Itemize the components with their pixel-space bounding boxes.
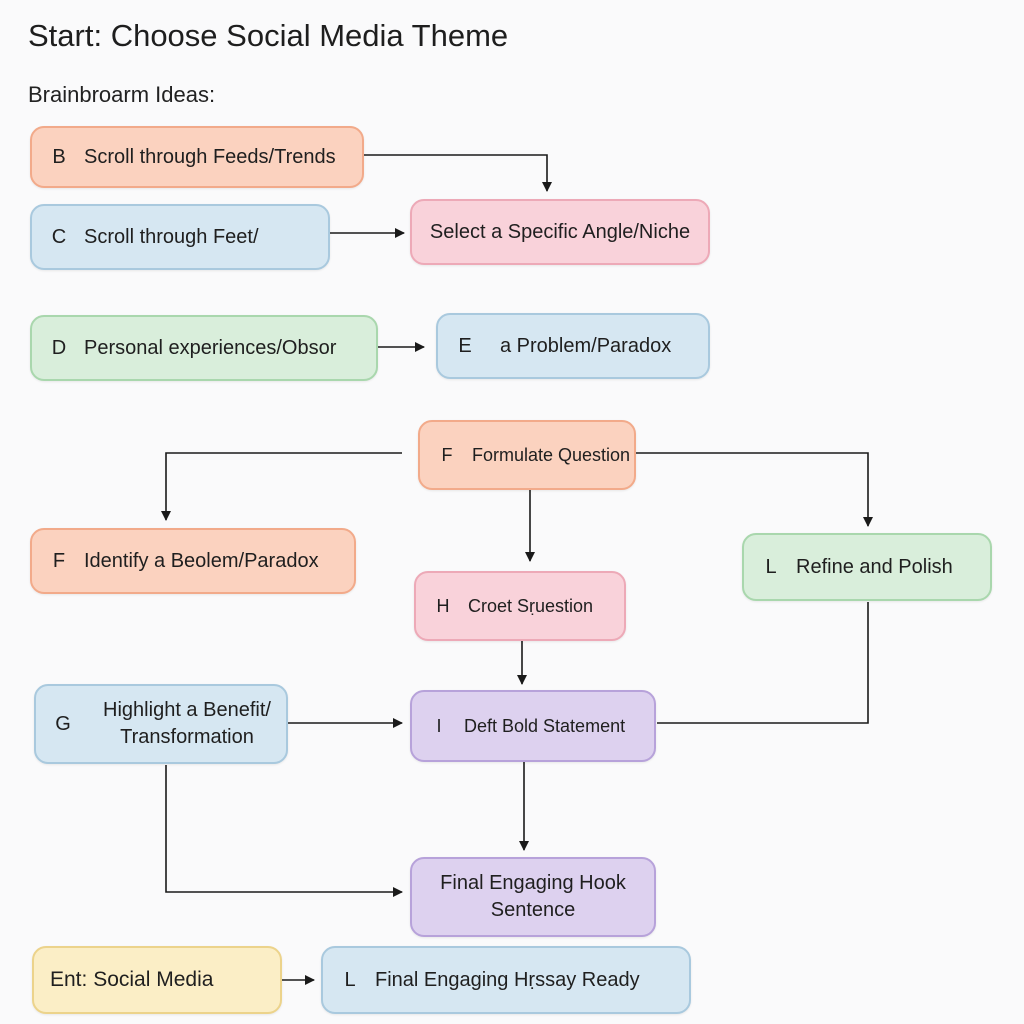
node-f-formulate[interactable]: F Formulate Question [418,420,636,490]
diagram-subtitle: Brainbroarm Ideas: [28,82,216,107]
node-g-label: Highlight a Benefit/ Transformation [103,699,271,748]
edge-formulate-to-refine [636,452,873,527]
node-g[interactable]: G Highlight a Benefit/ Transformation [34,684,288,764]
node-f-identify-label: Identify a Beolem/Paradox [84,549,319,572]
node-d-letter: D [51,336,67,359]
node-f-formulate-letter: F [441,444,453,465]
node-b[interactable]: B Scroll through Feeds/Trends [30,126,364,188]
node-h-label: Croet Sṛuestion [468,595,594,616]
node-final-hook[interactable]: Final Engaging Hook Sentence [410,857,656,937]
node-l-refine-letter: L [765,555,777,578]
node-e-letter: E [458,334,472,357]
node-g-letter: G [55,712,71,735]
node-i-letter: I [436,715,442,736]
node-d[interactable]: D Personal experiences/Obsor [30,315,378,381]
node-b-label: Scroll through Feeds/Trends [84,145,336,168]
edge-refine-to-i [657,602,869,724]
node-l-refine-label: Refine and Polish [796,555,953,578]
node-select-angle[interactable]: Select a Specific Angle/Niche [410,199,710,265]
node-end[interactable]: Ent: Social Media [32,946,282,1014]
node-h[interactable]: H Croet Sṛuestion [414,571,626,641]
node-c[interactable]: C Scroll through Feet/ [30,204,330,270]
node-d-label: Personal experiences/Obsor [84,336,337,359]
node-e-label: a Problem/Paradox [500,334,672,357]
diagram-title: Start: Choose Social Media Theme [28,18,509,53]
node-f-identify-letter: F [52,549,66,572]
edge-g-to-final-hook [165,765,403,897]
node-select-angle-label: Select a Specific Angle/Niche [429,220,691,243]
node-end-label: Ent: Social Media [50,967,214,991]
node-e[interactable]: E a Problem/Paradox [436,313,710,379]
node-f-identify[interactable]: F Identify a Beolem/Paradox [30,528,356,594]
node-l-refine[interactable]: L Refine and Polish [742,533,992,601]
node-i-label: Deft Bold Statement [464,715,626,736]
node-final-hook-label: Final Engaging Hook Sentence [440,872,626,921]
node-c-label: Scroll through Feet/ [84,225,259,248]
node-l-final-label: Final Engaging Hṛssay Ready [375,968,640,991]
node-h-letter: H [436,595,450,616]
edge-formulate-left [161,452,402,521]
node-i[interactable]: I Deft Bold Statement [410,690,656,762]
node-l-final-letter: L [344,968,356,991]
node-l-final[interactable]: L Final Engaging Hṛssay Ready [321,946,691,1014]
node-f-formulate-label: Formulate Question [472,444,631,465]
node-b-letter: B [52,145,66,168]
node-c-letter: C [51,225,67,248]
edge-b-to-select [364,154,552,192]
